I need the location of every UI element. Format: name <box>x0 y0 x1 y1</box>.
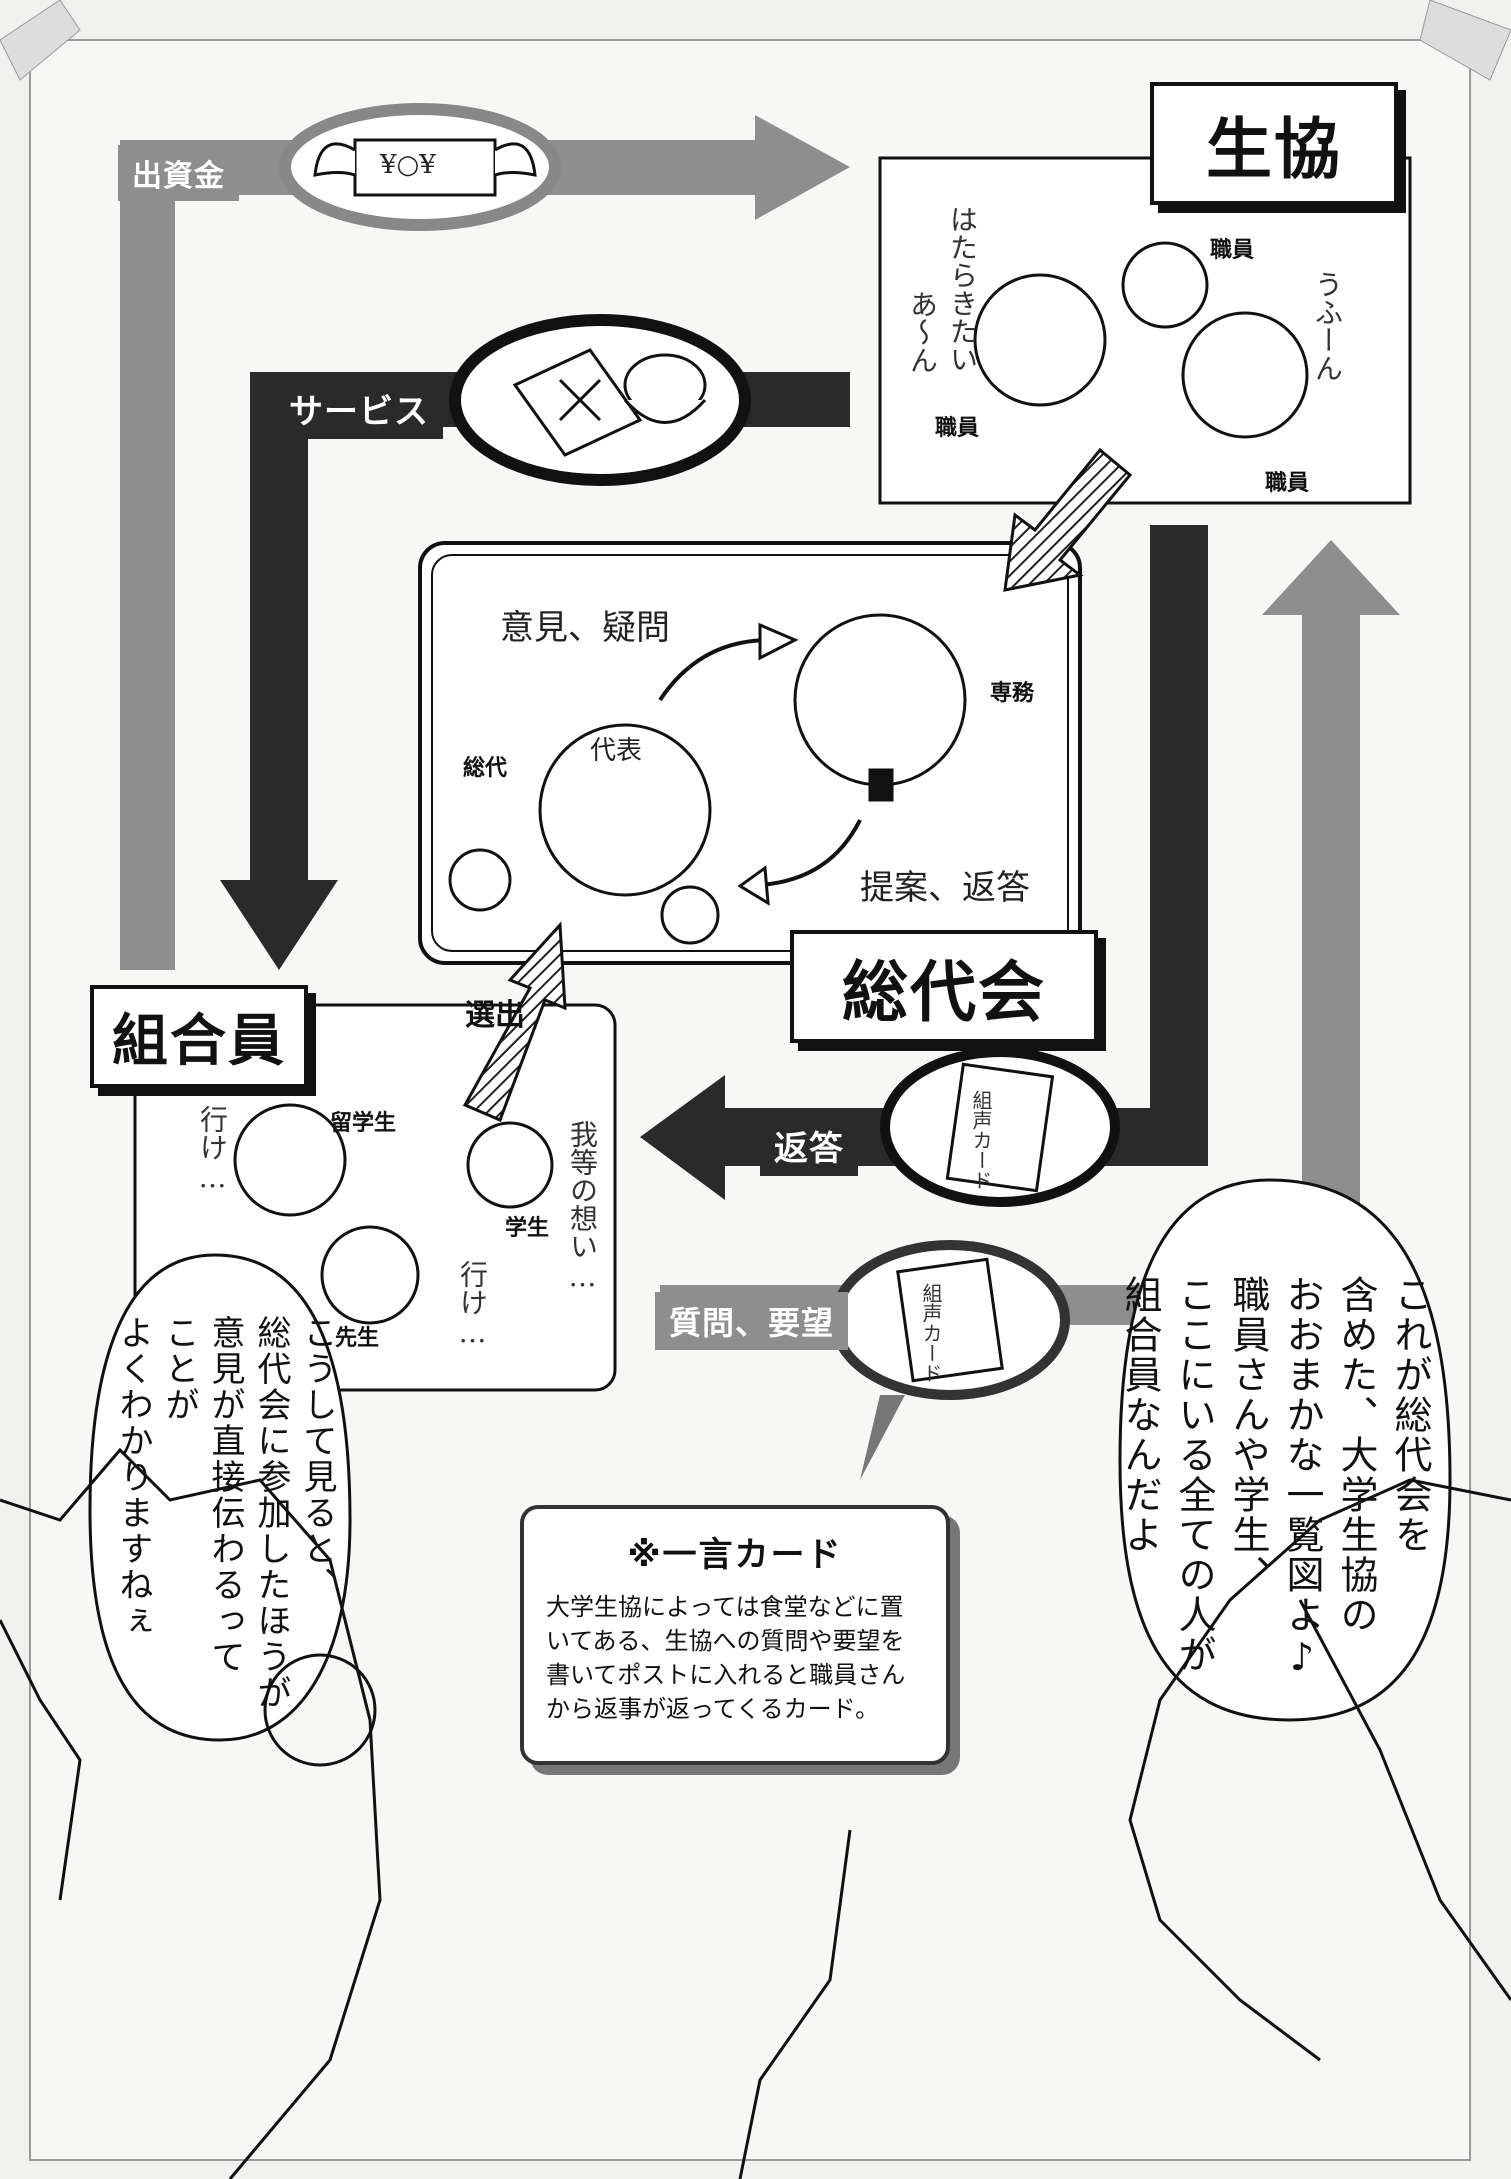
boy-character <box>0 1447 382 2179</box>
girl-character <box>738 1478 1511 2179</box>
question-card-icon <box>830 1240 1070 1400</box>
right-speech-line: これが総代会を <box>1388 1275 1432 1555</box>
office-label: 専務 <box>990 681 1035 706</box>
assembly-label: 総代会 <box>790 930 1098 1043</box>
note-pointer <box>860 1395 905 1480</box>
right-speech-bubble <box>1118 1178 1452 1722</box>
staff-label-a: 職員 <box>1210 238 1255 263</box>
note-body: 大学生協によっては食堂などに置いてある、生協への質問や要望を書いてポストに入れる… <box>546 1593 906 1723</box>
opinion-curve-arrow <box>658 638 771 702</box>
teacher-label: 先生 <box>335 1326 380 1351</box>
left-speech-bubble <box>88 1253 352 1742</box>
proposal-curve-arrow <box>759 819 862 887</box>
delegate-band-text: 代表 <box>590 736 643 766</box>
go-text-b: 行け… <box>456 1260 489 1349</box>
answer-label: 返答 <box>760 1115 858 1176</box>
left-speech-line: ことが <box>159 1315 199 1423</box>
answer-card-icon <box>880 1047 1120 1207</box>
assembly-characters <box>448 613 967 945</box>
ufufun-text: うふーん <box>1311 270 1344 382</box>
right-speech-line: 組合員なんだよ <box>1118 1275 1162 1555</box>
staff-characters <box>973 241 1309 439</box>
want-to-work-text: はたらきたい <box>946 205 979 373</box>
note-title: ※一言カード <box>627 1535 843 1575</box>
intl-student-label: 留学生 <box>330 1111 397 1136</box>
delegate-label: 総代 <box>463 756 508 781</box>
coop-label: 生協 <box>1150 82 1398 205</box>
staff-to-office-arrow <box>1003 447 1133 592</box>
book-and-rice-icon <box>449 314 751 486</box>
question-card-text: 組声カード <box>919 1283 943 1383</box>
staff-label-c: 職員 <box>1265 471 1310 496</box>
staff-label-b: 職員 <box>935 416 980 441</box>
service-label: サービス <box>275 378 443 439</box>
coop-panel <box>878 156 1412 505</box>
right-speech-line: 職員さんや学生、 <box>1226 1275 1270 1595</box>
left-speech-line: こうして見ると、 <box>297 1315 337 1603</box>
question-label: 質問、要望 <box>655 1292 849 1350</box>
election-arrow <box>462 921 567 1122</box>
student-label: 学生 <box>505 1216 550 1241</box>
election-label: 選出 <box>465 998 525 1033</box>
left-speech-text: こうして見ると、 総代会に参加したほうが 意見が直接伝わるって ことが よくわか… <box>100 1315 340 1735</box>
member-characters <box>233 1103 554 1325</box>
opinion-handwriting: 意見、疑問 <box>500 608 670 648</box>
tape-right <box>1419 0 1511 81</box>
aahn-text: あ〜ん <box>906 290 939 374</box>
hitokoto-card-note: ※一言カード 大学生協によっては食堂などに置いてある、生協への質問や要望を書いて… <box>520 1505 950 1765</box>
right-speech-line: ここにいる全ての人が <box>1172 1275 1216 1675</box>
investment-label: 出資金 <box>118 145 239 201</box>
members-label: 組合員 <box>90 985 308 1088</box>
money-text: ¥○¥ <box>380 150 436 180</box>
right-speech-text: これが総代会を 含めた、大学生協の おおまかな一覧図よ♪ 職員さんや学生、 ここ… <box>1118 1275 1435 1695</box>
proposal-handwriting: 提案、返答 <box>860 868 1030 908</box>
go-text-a: 行け… <box>196 1105 229 1194</box>
left-speech-line: 意見が直接伝わるって <box>205 1315 245 1675</box>
right-speech-line: おおまかな一覧図よ♪ <box>1280 1275 1324 1681</box>
left-speech-line: 総代会に参加したほうが <box>251 1315 291 1711</box>
money-icon <box>279 103 561 231</box>
left-speech-line: よくわかりますねぇ <box>113 1315 153 1639</box>
answer-card-text: 組声カード <box>969 1090 993 1190</box>
tape-left <box>0 0 81 81</box>
right-speech-line: 含めた、大学生協の <box>1334 1275 1378 1635</box>
our-feelings-text: 我等の想い… <box>566 1120 599 1293</box>
